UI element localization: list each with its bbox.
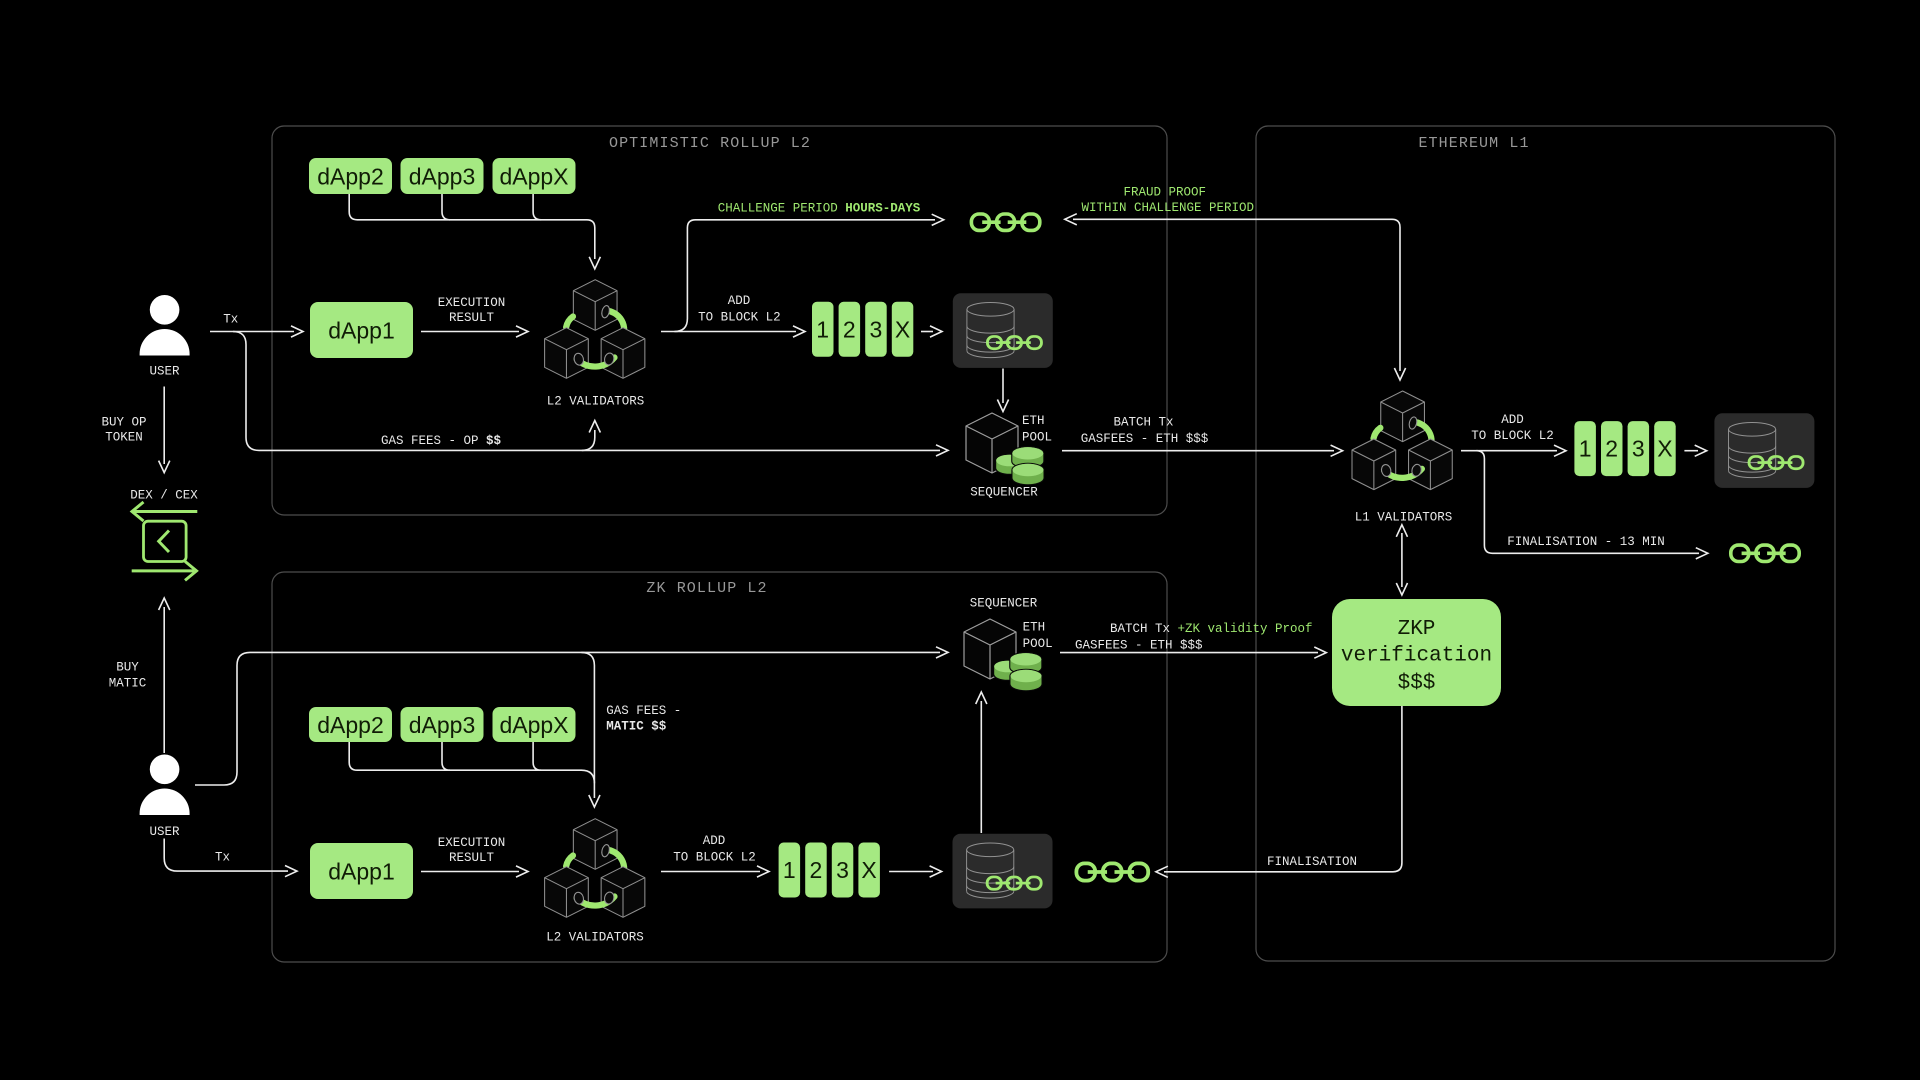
svg-text:ETH: ETH <box>1022 414 1045 428</box>
svg-text:EXECUTION: EXECUTION <box>438 296 506 310</box>
svg-text:$$$: $$$ <box>1398 672 1436 695</box>
svg-text:USER: USER <box>149 825 180 839</box>
svg-text:MATIC $$: MATIC $$ <box>606 720 667 734</box>
svg-text:FINALISATION - 13 MIN: FINALISATION - 13 MIN <box>1507 535 1665 549</box>
svg-text:MATIC: MATIC <box>109 677 147 691</box>
svg-text:TO BLOCK L2: TO BLOCK L2 <box>698 310 781 324</box>
svg-text:DEX / CEX: DEX / CEX <box>130 489 198 503</box>
svg-text:dAppX: dAppX <box>499 164 568 190</box>
svg-text:dApp1: dApp1 <box>328 318 395 344</box>
svg-text:POOL: POOL <box>1023 637 1053 651</box>
svg-text:ZKP: ZKP <box>1398 618 1436 641</box>
svg-text:L1 VALIDATORS: L1 VALIDATORS <box>1355 511 1453 525</box>
svg-text:BUY OP: BUY OP <box>101 416 146 430</box>
svg-text:verification: verification <box>1341 645 1492 668</box>
svg-text:WITHIN CHALLENGE PERIOD: WITHIN CHALLENGE PERIOD <box>1082 201 1255 215</box>
svg-text:SEQUENCER: SEQUENCER <box>970 597 1038 611</box>
svg-text:BATCH Tx +ZK validity Proof: BATCH Tx +ZK validity Proof <box>1110 622 1313 636</box>
svg-text:dApp2: dApp2 <box>317 164 384 190</box>
svg-text:OPTIMISTIC ROLLUP L2: OPTIMISTIC ROLLUP L2 <box>609 135 811 152</box>
svg-text:ZK ROLLUP L2: ZK ROLLUP L2 <box>646 580 767 597</box>
svg-text:SEQUENCER: SEQUENCER <box>970 486 1038 500</box>
svg-text:GASFEES - ETH $$$: GASFEES - ETH $$$ <box>1081 432 1209 446</box>
svg-text:BATCH Tx: BATCH Tx <box>1113 416 1173 430</box>
svg-text:ADD: ADD <box>1501 413 1524 427</box>
svg-text:RESULT: RESULT <box>449 851 495 865</box>
svg-text:FINALISATION: FINALISATION <box>1267 855 1357 869</box>
svg-text:BUY: BUY <box>116 661 139 675</box>
svg-text:USER: USER <box>149 365 180 379</box>
svg-text:dAppX: dAppX <box>499 712 568 738</box>
svg-text:dApp1: dApp1 <box>328 859 395 885</box>
svg-text:TOKEN: TOKEN <box>105 431 143 445</box>
svg-text:FRAUD PROOF: FRAUD PROOF <box>1123 186 1206 200</box>
svg-text:Tx: Tx <box>223 313 238 327</box>
svg-text:Tx: Tx <box>215 851 230 865</box>
svg-text:ETHEREUM L1: ETHEREUM L1 <box>1418 135 1529 152</box>
svg-text:TO BLOCK L2: TO BLOCK L2 <box>1471 429 1554 443</box>
svg-text:EXECUTION: EXECUTION <box>438 836 506 850</box>
svg-text:ADD: ADD <box>703 834 726 848</box>
svg-text:ETH: ETH <box>1023 621 1046 635</box>
svg-text:L2 VALIDATORS: L2 VALIDATORS <box>546 931 644 945</box>
svg-text:GASFEES - ETH $$$: GASFEES - ETH $$$ <box>1075 639 1203 653</box>
svg-text:dApp2: dApp2 <box>317 712 384 738</box>
svg-text:TO BLOCK L2: TO BLOCK L2 <box>673 850 756 864</box>
svg-text:RESULT: RESULT <box>449 311 495 325</box>
svg-text:GAS FEES -: GAS FEES - <box>606 704 681 718</box>
svg-text:CHALLENGE PERIOD HOURS-DAYS: CHALLENGE PERIOD HOURS-DAYS <box>718 202 921 216</box>
svg-text:dApp3: dApp3 <box>409 712 476 738</box>
svg-text:POOL: POOL <box>1022 430 1052 444</box>
svg-text:GAS FEES - OP $$: GAS FEES - OP $$ <box>381 434 502 448</box>
svg-text:ADD: ADD <box>728 294 751 308</box>
svg-text:dApp3: dApp3 <box>409 164 476 190</box>
svg-text:L2 VALIDATORS: L2 VALIDATORS <box>547 395 645 409</box>
